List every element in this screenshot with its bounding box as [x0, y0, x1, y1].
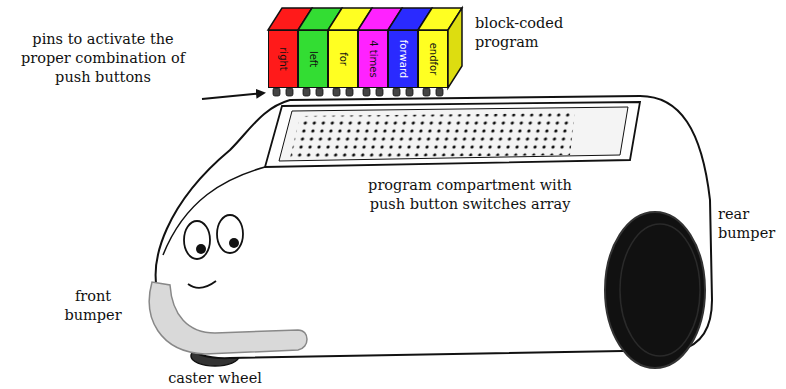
pin — [333, 88, 340, 96]
pupil — [229, 238, 239, 248]
block-text: right — [278, 47, 288, 71]
label-text: front bumper — [58, 287, 128, 325]
label-text: block-coded program — [475, 14, 585, 52]
pin — [363, 88, 370, 96]
pin — [273, 88, 280, 96]
code-block: endfor — [418, 30, 448, 88]
block-text: 4 times — [368, 40, 378, 77]
label-text: caster wheel — [160, 369, 270, 388]
pointer-arrow — [202, 93, 264, 99]
front-bumper — [149, 282, 307, 354]
label-text: program compartment with push button swi… — [325, 176, 615, 214]
block-side — [448, 8, 462, 88]
block-text: endfor — [428, 43, 438, 76]
pin — [393, 88, 400, 96]
code-block: for — [328, 30, 358, 88]
label-text: pins to activate the proper combination … — [8, 30, 198, 87]
code-block: 4 times — [358, 30, 388, 88]
code-block: left — [298, 30, 328, 88]
pin — [316, 88, 323, 96]
pin — [436, 88, 443, 96]
block-text: forward — [398, 40, 408, 78]
push-button-array — [290, 113, 575, 158]
block-text: left — [308, 51, 318, 67]
program-compartment — [265, 102, 640, 167]
rear-bumper-wheel — [605, 212, 705, 368]
wheel-rim — [620, 224, 700, 356]
code-block: forward — [388, 30, 418, 88]
label-text: rear bumper — [718, 205, 782, 243]
pins — [273, 88, 443, 96]
mouth — [188, 281, 216, 288]
pin — [346, 88, 353, 96]
pin — [376, 88, 383, 96]
body-crease — [163, 167, 265, 255]
pin — [406, 88, 413, 96]
code-block: right — [268, 30, 298, 88]
pin — [303, 88, 310, 96]
eye — [217, 215, 243, 253]
eye — [184, 221, 210, 259]
pin — [423, 88, 430, 96]
pupil — [196, 244, 206, 254]
block-tops — [268, 8, 462, 88]
pin — [286, 88, 293, 96]
compartment-floor — [279, 107, 628, 161]
block-text: for — [338, 52, 348, 66]
